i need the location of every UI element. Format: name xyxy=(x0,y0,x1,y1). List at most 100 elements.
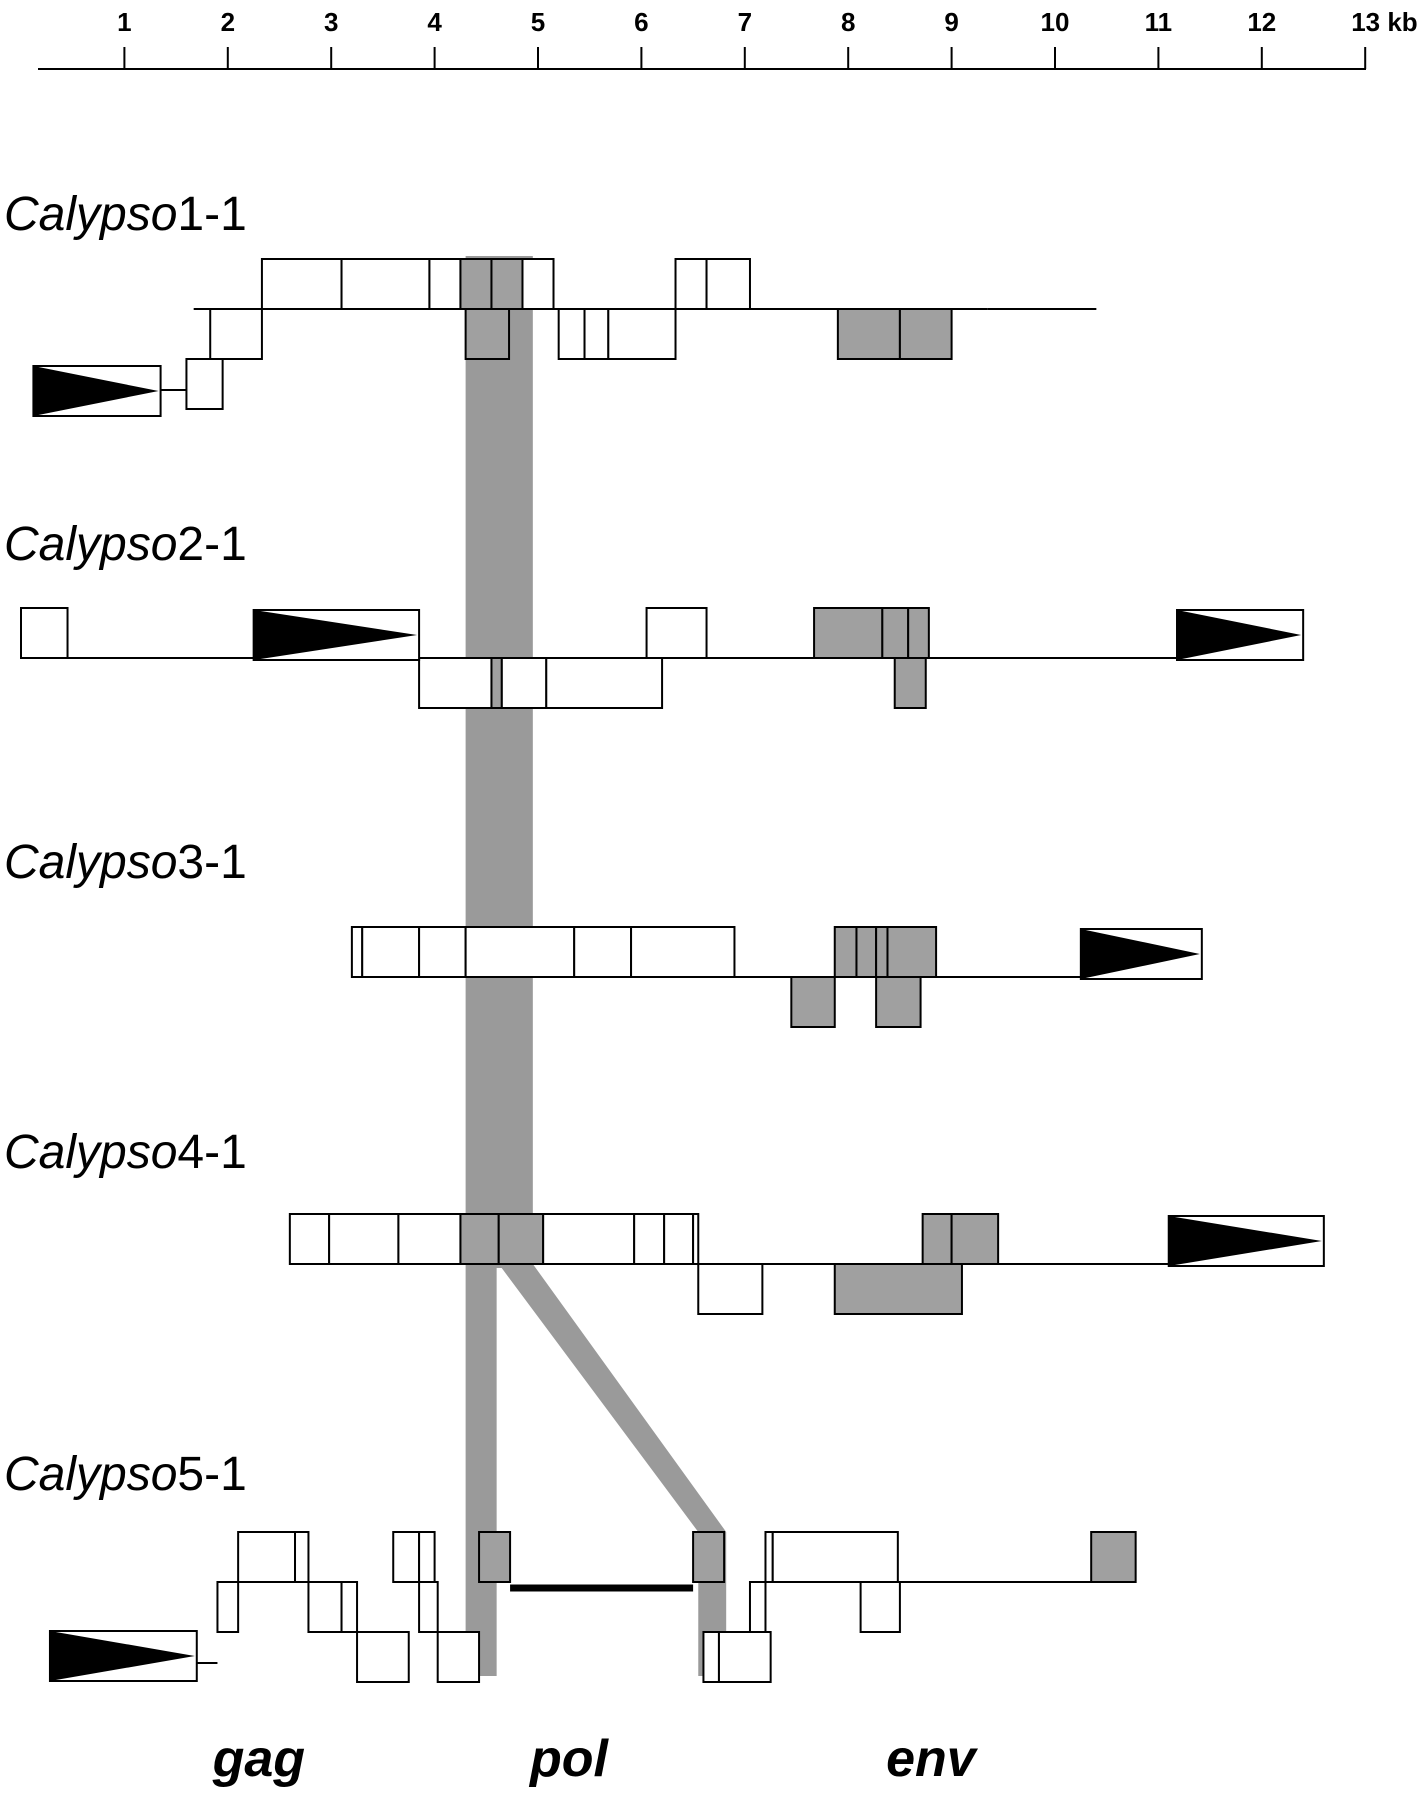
orf-box xyxy=(717,1631,772,1683)
orf-box-shaded xyxy=(875,926,889,978)
orf-box xyxy=(500,657,548,709)
orf-box-shaded xyxy=(898,308,953,360)
orf-box xyxy=(436,1631,481,1683)
orf-box xyxy=(764,1531,774,1583)
ltr-arrow-icon xyxy=(253,610,418,660)
orf-box xyxy=(20,607,69,659)
orf-box xyxy=(418,657,493,709)
gene-label-gag: gag xyxy=(212,1730,305,1788)
element-name-label: Calypso4-1 xyxy=(4,1126,247,1179)
scale-tick-label: 11 xyxy=(1145,7,1173,37)
orf-box xyxy=(294,1531,310,1583)
orf-box-shaded xyxy=(464,308,511,360)
element-name-suffix: 4-1 xyxy=(177,1126,246,1179)
scale-tick-label: 8 xyxy=(841,7,855,37)
orf-box xyxy=(705,258,751,310)
orf-box xyxy=(185,358,224,410)
orf-box xyxy=(464,926,576,978)
orf-box xyxy=(340,258,431,310)
orf-box-shaded xyxy=(836,308,901,360)
element-name-italic: Calypso xyxy=(4,1448,177,1501)
orf-box xyxy=(350,926,364,978)
element-calypso5: Calypso5-1 xyxy=(4,1448,1137,1683)
orf-box xyxy=(573,926,633,978)
scale-tick-label: 9 xyxy=(944,7,958,37)
ltr-arrow-icon xyxy=(33,366,159,416)
orf-box-shaded xyxy=(921,1213,953,1265)
orf-box-shaded xyxy=(459,1213,500,1265)
element-name-italic: Calypso xyxy=(4,836,177,889)
orf-box-shaded xyxy=(855,926,878,978)
orf-box xyxy=(663,1213,695,1265)
scale-tick-label: 10 xyxy=(1041,7,1070,37)
element-name-suffix: 2-1 xyxy=(177,518,246,571)
element-name-italic: Calypso xyxy=(4,518,177,571)
orf-box-shaded xyxy=(490,657,503,709)
orf-box xyxy=(545,657,664,709)
orf-box-shaded xyxy=(833,926,858,978)
orf-box-shaded xyxy=(490,258,524,310)
gene-label-pol: pol xyxy=(528,1730,610,1788)
scale-tick-label: 5 xyxy=(531,7,545,37)
scale-tick-label: 4 xyxy=(427,7,442,37)
element-name-suffix: 5-1 xyxy=(177,1448,246,1501)
orf-box xyxy=(607,308,677,360)
orf-box xyxy=(397,1213,462,1265)
orf-box xyxy=(633,1213,666,1265)
element-name-label: Calypso2-1 xyxy=(4,518,247,571)
orf-box xyxy=(288,1213,331,1265)
scale-tick-label: 3 xyxy=(324,7,338,37)
orf-box xyxy=(237,1531,297,1583)
orf-box-shaded xyxy=(497,1213,545,1265)
ltr-block xyxy=(252,609,421,661)
homology-band-left-branch xyxy=(465,1268,497,1676)
orf-box xyxy=(645,607,708,659)
orf-box xyxy=(392,1531,421,1583)
orf-box xyxy=(630,926,736,978)
element-name-italic: Calypso xyxy=(4,188,177,241)
element-name-italic: Calypso xyxy=(4,1126,177,1179)
orf-box xyxy=(428,258,462,310)
orf-box xyxy=(859,1581,901,1633)
ltr-arrow-icon xyxy=(1168,1216,1322,1266)
ltr-arrow-icon xyxy=(1177,610,1302,660)
orf-box-shaded xyxy=(692,1531,726,1583)
gene-label-env: env xyxy=(886,1730,979,1788)
orf-box xyxy=(674,258,708,310)
orf-box-shaded xyxy=(881,607,910,659)
orf-box xyxy=(542,1213,636,1265)
element-calypso1: Calypso1-1 xyxy=(4,188,1097,417)
element-name-label: Calypso5-1 xyxy=(4,1448,247,1501)
ltr-block xyxy=(1079,928,1203,980)
orf-box xyxy=(748,1581,767,1633)
orf-box xyxy=(216,1581,240,1633)
orf-box-shaded xyxy=(790,976,836,1028)
scale-tick-label: 2 xyxy=(221,7,235,37)
orf-box xyxy=(771,1531,899,1583)
element-name-suffix: 3-1 xyxy=(177,836,246,889)
orf-box xyxy=(521,258,555,310)
ltr-block xyxy=(1167,1215,1325,1267)
ltr-block xyxy=(32,365,162,417)
orf-box-shaded xyxy=(813,607,884,659)
orf-box-shaded xyxy=(950,1213,1000,1265)
orf-box-shaded xyxy=(459,258,493,310)
orf-box-shaded xyxy=(875,976,922,1028)
orf-box xyxy=(702,1631,720,1683)
homology-band-right-branch xyxy=(498,1264,727,1676)
orf-box-shaded xyxy=(886,926,938,978)
orf-box xyxy=(260,258,343,310)
gene-labels: gag pol env xyxy=(212,1730,979,1788)
scale-tick-label: 7 xyxy=(738,7,752,37)
orf-box-shaded xyxy=(478,1531,512,1583)
homology-band-main xyxy=(465,256,533,1268)
ltr-arrow-icon xyxy=(49,1631,195,1681)
orf-box xyxy=(418,1581,439,1633)
element-name-label: Calypso1-1 xyxy=(4,188,247,241)
scale-tick-label: 6 xyxy=(634,7,648,37)
element-calypso2: Calypso2-1 xyxy=(4,518,1305,709)
scale-tick-label: 1 xyxy=(117,7,131,37)
ltr-arrow-icon xyxy=(1080,929,1200,979)
